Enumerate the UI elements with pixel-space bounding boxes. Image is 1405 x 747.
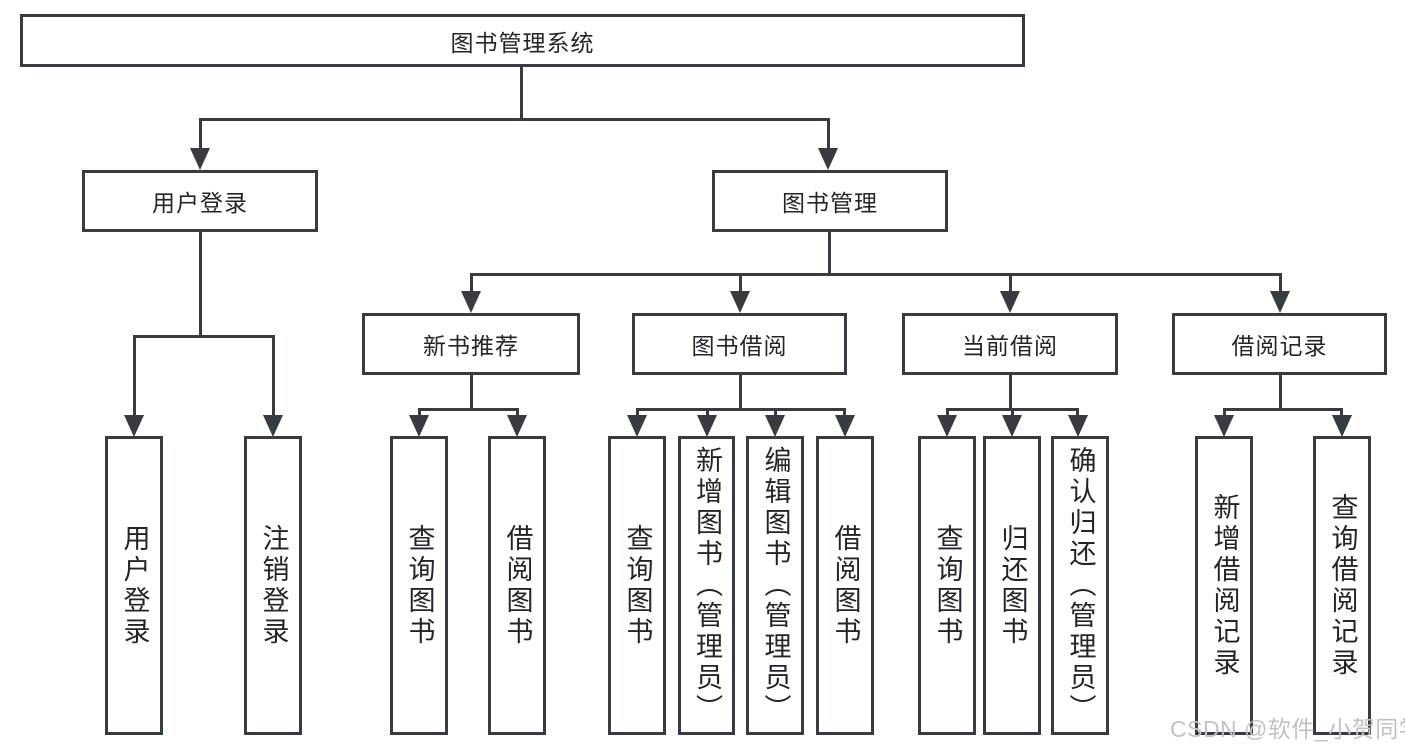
connector-line xyxy=(272,335,275,417)
arrowhead-down xyxy=(697,415,717,437)
connector-line xyxy=(828,232,831,275)
node-label: 借阅记录 xyxy=(1231,333,1328,359)
node-new-book-recommend: 新书推荐 xyxy=(362,313,580,375)
connector-line xyxy=(199,232,202,337)
leaf-add-books-admin: 新增图书（管理员） xyxy=(678,436,735,735)
node-user-login: 用户登录 xyxy=(82,170,318,232)
connector-line xyxy=(739,375,742,410)
arrowhead-down xyxy=(1068,415,1088,437)
connector-line xyxy=(843,408,846,417)
leaf-query-borrow-record: 查询借阅记录 xyxy=(1313,436,1371,735)
connector-line xyxy=(470,273,473,293)
connector-line xyxy=(739,273,742,293)
node-label: 编辑图书（管理员） xyxy=(760,446,791,725)
leaf-borrow-books-recommend: 借阅图书 xyxy=(488,436,546,735)
leaf-confirm-return-admin: 确认归还（管理员） xyxy=(1051,436,1109,735)
node-label: 新增图书（管理员） xyxy=(692,446,722,725)
node-label: 借阅图书 xyxy=(830,523,861,648)
node-label: 当前借阅 xyxy=(962,333,1058,359)
connector-line xyxy=(636,408,846,411)
csdn-watermark: CSDN @软件_小贺同学 xyxy=(1170,716,1405,742)
node-label: 新书推荐 xyxy=(423,333,519,359)
connector-line xyxy=(1223,408,1343,411)
node-label: 图书管理 xyxy=(782,190,878,216)
leaf-query-books-borrow: 查询图书 xyxy=(608,436,666,735)
connector-line xyxy=(470,273,1281,276)
node-label: 查询图书 xyxy=(932,523,963,648)
node-book-management: 图书管理 xyxy=(712,170,948,232)
connector-line xyxy=(199,118,830,121)
connector-line xyxy=(520,66,523,120)
connector-line xyxy=(827,118,830,150)
arrowhead-down xyxy=(263,415,283,437)
leaf-query-books-recommend: 查询图书 xyxy=(390,436,448,735)
node-book-borrow: 图书借阅 xyxy=(632,313,847,375)
connector-line xyxy=(516,408,519,417)
node-label: 图书借阅 xyxy=(691,333,788,359)
arrowhead-down xyxy=(190,148,210,170)
arrowhead-down xyxy=(1214,415,1234,437)
leaf-add-borrow-record: 新增借阅记录 xyxy=(1195,436,1253,735)
arrowhead-down xyxy=(765,415,785,437)
arrowhead-down xyxy=(1002,415,1022,437)
connector-line xyxy=(133,335,274,338)
connector-line xyxy=(1076,408,1079,417)
leaf-logout: 注销登录 xyxy=(244,436,302,735)
node-label: 用户登录 xyxy=(152,190,248,216)
arrowhead-down xyxy=(937,415,957,437)
connector-line xyxy=(133,335,136,417)
arrowhead-down xyxy=(627,415,647,437)
connector-line xyxy=(1279,273,1282,293)
leaf-borrow-books: 借阅图书 xyxy=(816,436,874,735)
arrowhead-down xyxy=(461,291,481,313)
arrowhead-down xyxy=(818,148,838,170)
connector-line xyxy=(418,408,518,411)
arrowhead-down xyxy=(1000,291,1020,313)
leaf-user-login: 用户登录 xyxy=(105,436,163,735)
arrowhead-down xyxy=(124,415,144,437)
arrowhead-down xyxy=(1270,291,1290,313)
connector-line xyxy=(1279,375,1282,410)
arrowhead-down xyxy=(409,415,429,437)
connector-line xyxy=(470,375,473,410)
node-label: 查询借阅记录 xyxy=(1327,492,1358,679)
connector-line xyxy=(774,408,777,417)
connector-line xyxy=(1009,375,1012,410)
node-label: 查询图书 xyxy=(622,523,653,648)
leaf-return-books: 归还图书 xyxy=(983,436,1041,735)
arrowhead-down xyxy=(835,415,855,437)
node-label: 借阅图书 xyxy=(502,523,533,648)
node-borrow-records: 借阅记录 xyxy=(1172,313,1387,375)
arrowhead-down xyxy=(507,415,527,437)
leaf-query-books-current: 查询图书 xyxy=(918,436,976,735)
connector-line xyxy=(1011,408,1014,417)
node-label: 归还图书 xyxy=(997,523,1028,648)
connector-line xyxy=(1009,273,1012,293)
connector-line xyxy=(946,408,949,417)
connector-line xyxy=(199,118,202,150)
node-label: 图书管理系统 xyxy=(450,29,595,56)
node-label: 确认归还（管理员） xyxy=(1065,446,1096,725)
connector-line xyxy=(418,408,421,417)
connector-line xyxy=(1223,408,1226,417)
connector-line xyxy=(1340,408,1343,417)
node-root-library-system: 图书管理系统 xyxy=(20,14,1025,67)
node-label: 查询图书 xyxy=(404,523,435,648)
node-current-borrow: 当前借阅 xyxy=(902,313,1118,375)
connector-line xyxy=(706,408,709,417)
node-label: 注销登录 xyxy=(258,523,289,648)
node-label: 新增借阅记录 xyxy=(1209,492,1240,679)
node-label: 用户登录 xyxy=(119,523,150,648)
arrowhead-down xyxy=(1332,415,1352,437)
leaf-edit-books-admin: 编辑图书（管理员） xyxy=(746,436,804,735)
arrowhead-down xyxy=(730,291,750,313)
connector-line xyxy=(636,408,639,417)
